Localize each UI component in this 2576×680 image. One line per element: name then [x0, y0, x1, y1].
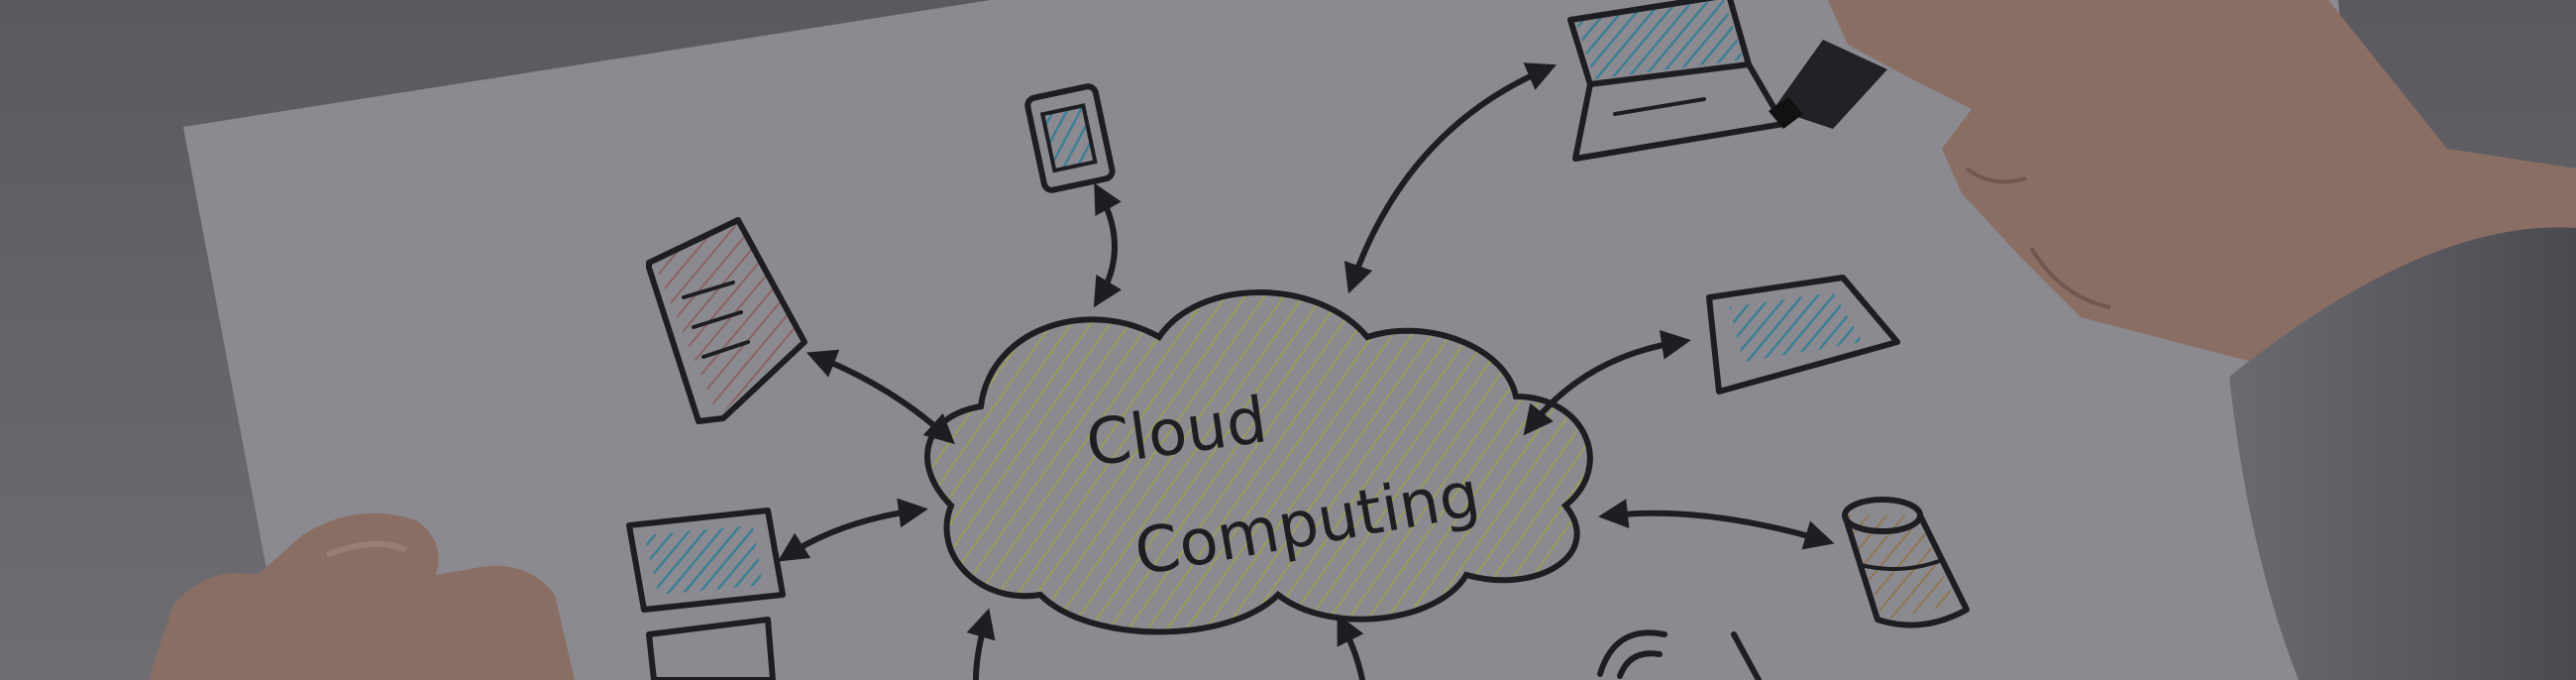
cloud-icon [924, 289, 1593, 635]
wifi-icon [1597, 629, 1762, 680]
server-tower-icon [646, 217, 807, 424]
tablet-icon [1706, 275, 1900, 395]
database-icon [1842, 497, 1970, 628]
laptop-icon [1567, 0, 1786, 162]
left-hand [149, 512, 575, 680]
smartphone-icon [1024, 83, 1116, 193]
connection-arrows [777, 62, 1835, 680]
monitor-icon [626, 508, 786, 680]
sleeve [2229, 227, 2576, 680]
marker-pen [1769, 40, 1887, 129]
